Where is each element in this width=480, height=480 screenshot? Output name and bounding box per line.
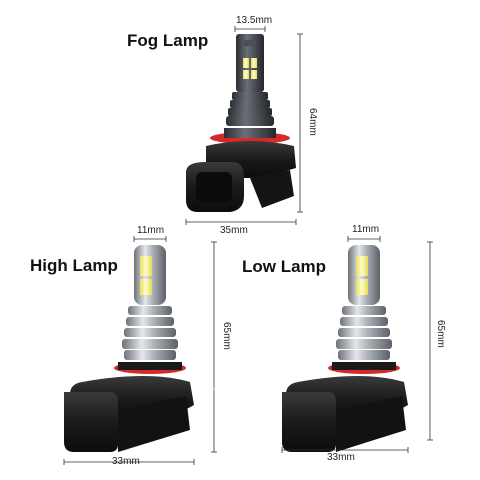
low-width-top: 11mm [352,224,380,235]
high-lamp-bulb [64,245,194,452]
fog-led-chip [243,70,249,79]
high-led-chip [140,279,152,295]
fog-width-base: 35mm [220,225,248,236]
fog-height: 64mm [307,108,318,136]
fog-lamp-bulb [186,34,296,212]
low-lamp-title: Low Lamp [242,257,327,276]
low-width-base: 33mm [327,452,355,463]
high-connector [64,392,118,452]
low-led-chip [356,256,368,276]
high-lamp-title: High Lamp [30,256,118,275]
watermark-text: PLEVIS [211,360,285,400]
high-led-chip [140,256,152,276]
low-led-chip [356,279,368,295]
fog-led-chip [243,58,249,68]
fog-led-chip [251,58,257,68]
low-connector [282,392,336,452]
dimension-lines [63,26,433,465]
fog-width-top: 13.5mm [236,15,273,26]
high-width-base: 33mm [112,456,140,467]
fog-lamp-title: Fog Lamp [127,31,209,50]
low-lamp-bulb [282,245,408,452]
fog-led-chip [251,70,257,79]
low-height: 65mm [435,320,446,348]
high-height: 65mm [221,322,232,350]
high-width-top: 11mm [137,225,165,236]
